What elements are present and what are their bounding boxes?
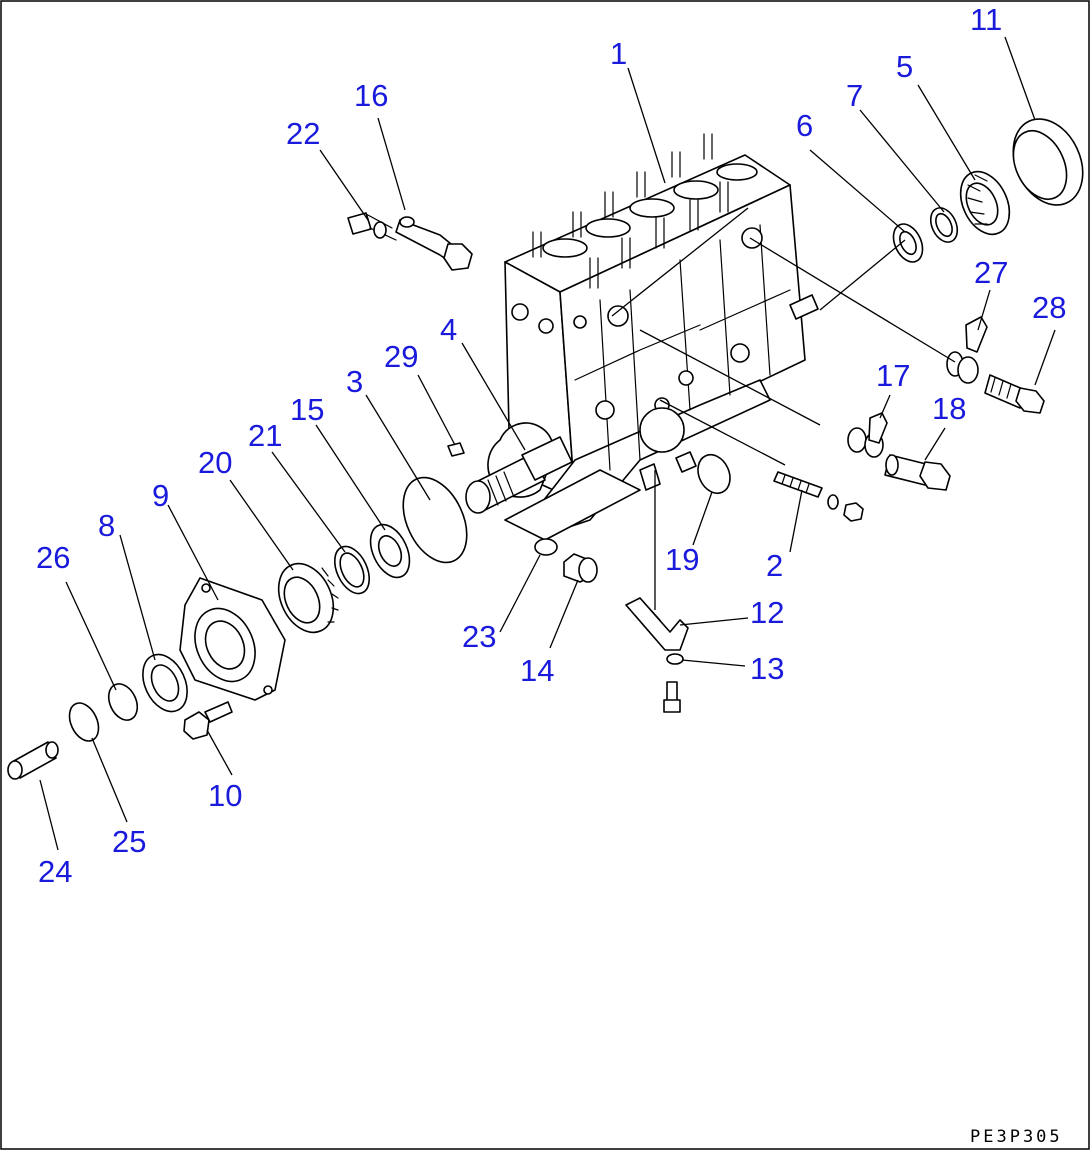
snap-ring [68,702,100,742]
callout-4: 4 [440,312,457,347]
banjo-fitting-upper [946,316,1045,414]
callout-18: 18 [932,391,966,426]
callout-16: 16 [354,78,388,113]
callout-28: 28 [1032,290,1066,325]
callout-22: 22 [286,116,320,151]
callout-26: 26 [36,540,70,575]
callout-13: 13 [750,651,784,686]
callout-24: 24 [38,854,72,889]
bearing-group-left [277,523,411,634]
callout-2: 2 [766,548,783,583]
callout-15: 15 [290,392,324,427]
end-cover [179,577,286,701]
clamp-and-bolt [347,212,473,271]
callout-12: 12 [750,595,784,630]
o-ring-small [697,453,731,495]
camshaft [465,422,573,514]
callout-3: 3 [346,364,363,399]
callout-6: 6 [796,108,813,143]
callout-25: 25 [112,824,146,859]
callout-17: 17 [876,358,910,393]
oil-seal [142,653,188,713]
callout-8: 8 [98,508,115,543]
woodruff-key [447,442,465,457]
callout-19: 19 [665,542,699,577]
cover-bolt [183,701,233,740]
callout-9: 9 [152,478,169,513]
callout-10: 10 [208,778,242,813]
callout-29: 29 [384,339,418,374]
bearing-group-right [892,118,1084,263]
callout-11: 11 [970,2,1002,37]
seal-washer [534,538,558,556]
callout-1: 1 [610,36,627,71]
callout-14: 14 [520,653,554,688]
pump-housing [504,133,819,531]
o-ring-large [402,476,468,564]
stud-and-nut [773,471,864,522]
callout-21: 21 [248,418,282,453]
drawing-code: PE3P305 [970,1127,1063,1147]
washer [107,683,139,721]
base-plate [504,469,641,541]
callout-23: 23 [462,619,496,654]
banjo-fitting-lower [847,412,951,491]
callout-5: 5 [896,49,913,84]
callout-20: 20 [198,445,232,480]
plug-pin [7,741,59,780]
drain-plug [563,553,598,583]
leader-lines [39,36,1056,851]
mounting-bracket [625,597,689,713]
callout-7: 7 [846,78,863,113]
callout-labels: 1 2 3 4 5 6 7 8 9 10 11 12 13 14 15 16 1… [36,2,1066,889]
callout-27: 27 [974,255,1008,290]
